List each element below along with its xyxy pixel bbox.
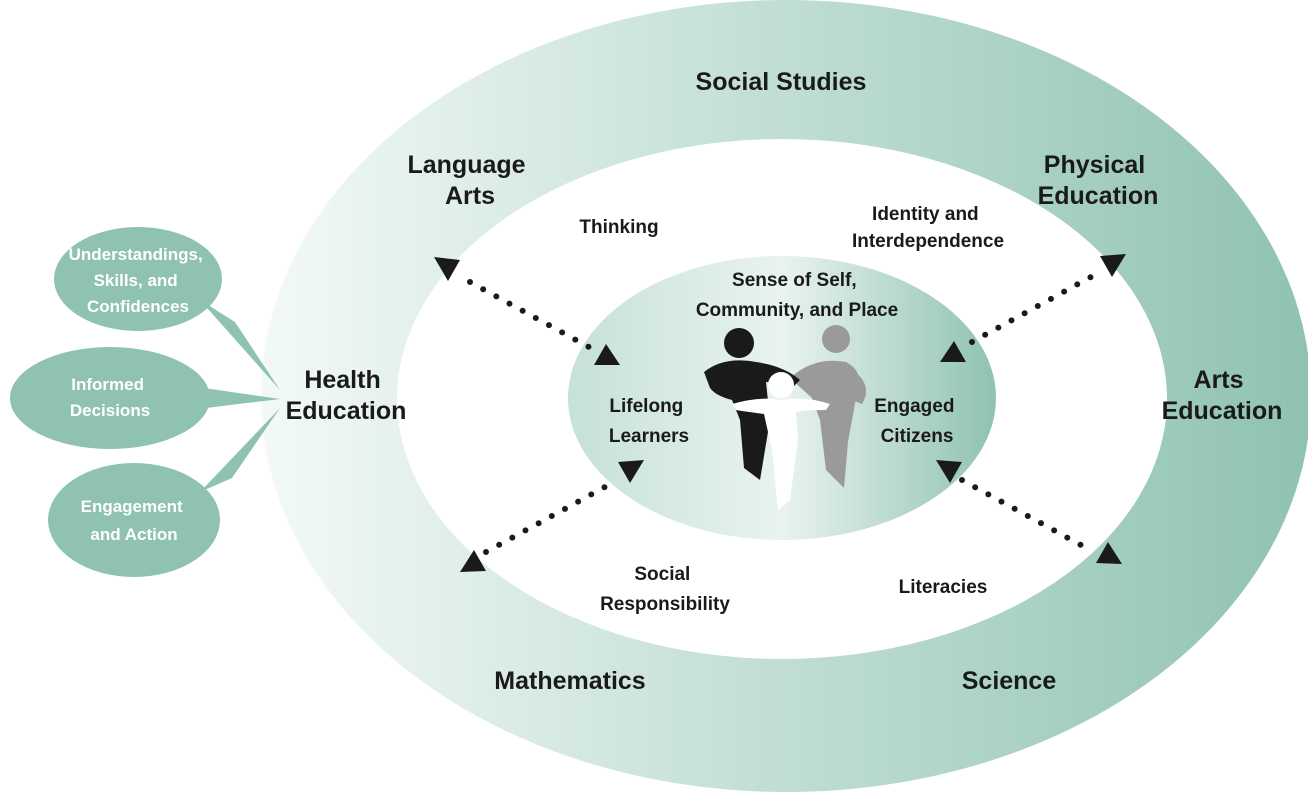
figure-gray — [790, 325, 866, 488]
label-social-studies: Social Studies — [696, 68, 867, 96]
arrow-upper-right — [940, 254, 1126, 362]
label-physical-education-line1: Physical — [1044, 151, 1145, 179]
label-literacies: Literacies — [899, 577, 988, 598]
label-language-arts-line2: Arts — [445, 182, 495, 210]
label-health-education: Health Education — [286, 366, 407, 425]
label-physical-education-line2: Education — [1038, 182, 1159, 210]
bubble-engagement: Engagement and Action — [48, 408, 280, 577]
figure-black — [704, 328, 800, 480]
bubble-understandings: Understandings, Skills, and Confidences — [54, 227, 280, 390]
people-figures — [704, 325, 866, 510]
label-lifelong-learners: Lifelong Learners — [609, 396, 689, 447]
label-lifelong-line2: Learners — [609, 426, 689, 447]
label-social-responsibility: Social Responsibility — [600, 564, 730, 615]
label-social-responsibility-line1: Social — [634, 564, 690, 585]
label-health-education-line2: Education — [286, 397, 407, 425]
label-language-arts-line1: Language — [407, 151, 525, 179]
label-identity-line2: Interdependence — [852, 231, 1004, 252]
arrow-lower-right — [936, 460, 1122, 564]
label-arts-education-line1: Arts — [1194, 366, 1244, 394]
bubble-understandings-line1: Understandings, — [69, 245, 203, 264]
arrow-lower-left — [460, 460, 644, 572]
bubble-informed-line2: Decisions — [70, 401, 150, 420]
label-health-education-line1: Health — [304, 366, 380, 394]
bubble-understandings-line2: Skills, and — [94, 271, 178, 290]
label-lifelong-line1: Lifelong — [609, 396, 683, 417]
bubble-informed: Informed Decisions — [10, 347, 280, 449]
label-social-responsibility-line2: Responsibility — [600, 594, 730, 615]
label-engaged-line2: Citizens — [881, 426, 954, 447]
figure-white — [732, 372, 830, 510]
bubble-engagement-line1: Engagement — [81, 497, 183, 516]
center-title-line1: Sense of Self, — [732, 270, 857, 291]
label-physical-education: Physical Education — [1038, 151, 1159, 210]
label-arts-education-line2: Education — [1162, 397, 1283, 425]
svg-text:Informed Decisions: Informed Decisions — [70, 375, 150, 420]
label-mathematics: Mathematics — [494, 667, 645, 695]
label-engaged-citizens: Engaged Citizens — [874, 396, 960, 447]
center-title: Sense of Self, Community, and Place — [696, 270, 898, 321]
label-identity-interdependence: Identity and Interdependence — [852, 204, 1004, 252]
label-language-arts: Language Arts — [407, 151, 532, 210]
label-identity-line1: Identity and — [872, 204, 979, 225]
center-title-line2: Community, and Place — [696, 300, 898, 321]
label-engaged-line1: Engaged — [874, 396, 954, 417]
bubble-understandings-line3: Confidences — [87, 297, 189, 316]
svg-text:Engagement and Action: Engagement and Action — [81, 497, 188, 544]
inner-circle — [568, 256, 996, 540]
label-science: Science — [962, 667, 1057, 695]
bubble-informed-line1: Informed — [71, 375, 144, 394]
arrow-upper-left — [434, 257, 620, 365]
label-arts-education: Arts Education — [1162, 366, 1283, 425]
svg-text:Understandings, Skills,: Understandings, Skills, and Confidences — [69, 245, 208, 316]
bubble-engagement-line2: and Action — [90, 525, 177, 544]
label-thinking: Thinking — [579, 217, 658, 238]
